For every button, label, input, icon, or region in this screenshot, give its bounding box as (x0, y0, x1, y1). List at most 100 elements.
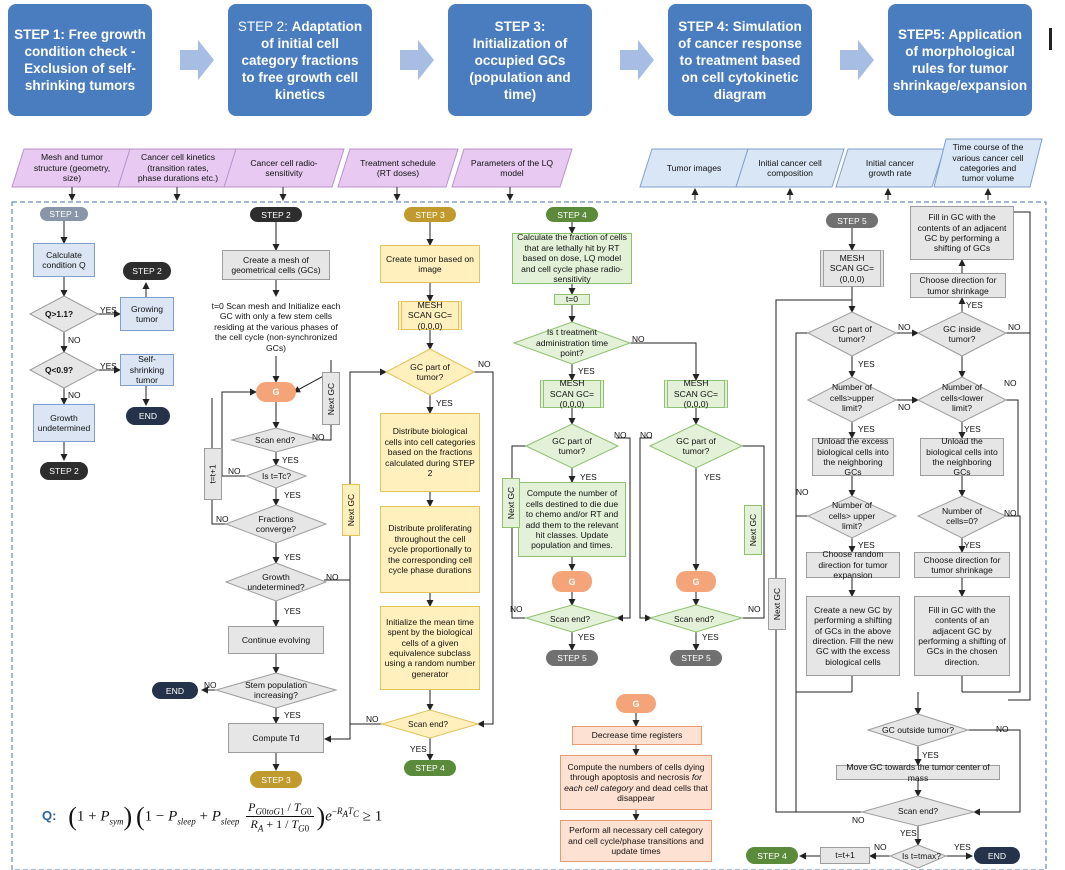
no-label: NO (478, 359, 491, 369)
t-inc-2: t=t+1 (204, 448, 222, 500)
next-gc-3: Next GC (342, 484, 360, 536)
no-label: NO (216, 514, 229, 524)
input-lq: Parameters of the LQ model (470, 157, 554, 178)
g-circle-2: G (256, 382, 296, 402)
step5-badge: STEP 5 (826, 213, 878, 228)
step4-to-step5-a: STEP 5 (546, 650, 598, 666)
is-admin-label: Is t treatment administration time point… (535, 327, 609, 359)
no-label: NO (326, 572, 339, 582)
yes-label: YES (954, 842, 971, 852)
no-label: NO (614, 430, 627, 440)
input-mesh: Mesh and tumor structure (geometry, size… (33, 152, 111, 184)
gc-inside-label: GC inside tumor? (943, 323, 981, 344)
no-label: NO (852, 815, 865, 825)
io-arrows (68, 187, 992, 201)
input-schedule: Treatment schedule (RT doses) (360, 157, 436, 178)
diamond-q-lt (28, 351, 100, 389)
yes-label: YES (702, 632, 719, 642)
next-gc-2: Next GC (322, 372, 340, 425)
output-images: Tumor images (666, 162, 722, 173)
t-inc-5: t=t+1 (820, 847, 870, 864)
header-arrow-4 (840, 40, 874, 80)
step2-end: END (152, 682, 198, 699)
is-t-label: Is t=Tc? (262, 471, 292, 481)
gc-part-3-label: GC part of tumor? (410, 361, 450, 382)
step5-to-step4: STEP 4 (746, 847, 798, 864)
growing-tumor-box: Growing tumor (120, 297, 174, 331)
step1-wires (60, 221, 150, 461)
input-shape-5 (451, 148, 573, 188)
fractions-label: Fractions converge? (255, 513, 297, 534)
diamond-is-admin (512, 321, 632, 365)
step2-diamonds (214, 427, 338, 709)
output-shapes (639, 138, 1043, 188)
no-label: NO (366, 714, 379, 724)
yes-label: YES (900, 828, 917, 838)
diamond-scan-end-5 (860, 795, 976, 827)
stem-label: Stem population increasing? (244, 679, 308, 700)
mesh-scan-3: MESH SCAN GC=(0,0,0) (398, 300, 462, 331)
step1-to-step2-a: STEP 2 (123, 262, 171, 280)
header-arrow-1 (180, 40, 214, 80)
step1-badge: STEP 1 (40, 207, 88, 221)
create-gc-box: Create a new GC by performing a shifting… (806, 596, 900, 676)
step3-diamonds (380, 348, 480, 739)
diamond-gc-part-4a (524, 423, 620, 469)
step5-wires (775, 211, 1031, 860)
yes-label: YES (858, 424, 875, 434)
q-gt-label: Q>1.1? (45, 309, 74, 319)
yes-label: YES (410, 744, 427, 754)
process-frame (11, 201, 1047, 870)
diamond-scan-end-2 (230, 427, 322, 453)
diamond-num-upper (806, 376, 898, 423)
yes-label: YES (922, 750, 939, 760)
diamond-gc-outside (866, 713, 970, 747)
num-upper-b-label: Number of cells> upper limit? (828, 500, 876, 532)
input-radio: Cancer cell radio-sensitivity (250, 157, 318, 178)
step5-end: END (974, 847, 1020, 864)
choose-shrink-top-box: Choose direction for tumor shrinkage (910, 273, 1006, 298)
yes-label: YES (100, 361, 117, 371)
diamond-scan-end-4a (524, 604, 620, 633)
output-composition: Initial cancer cell composition (758, 157, 822, 178)
no-label: NO (632, 334, 645, 344)
num-lower-label: Number of cells<lower limit? (940, 382, 984, 414)
diamond-scan-end-3 (380, 709, 480, 739)
no-label: NO (796, 487, 809, 497)
yes-label: YES (284, 606, 301, 616)
no-label: NO (898, 322, 911, 332)
header-step-1: STEP 1: Free growth condition check - Ex… (8, 4, 152, 116)
yes-label: YES (284, 490, 301, 500)
diamond-num-zero (916, 495, 1008, 539)
diamond-gc-part-4b (648, 423, 744, 469)
compute-td-box: Compute Td (228, 723, 324, 753)
diamond-num-upper-b (806, 495, 898, 539)
create-tumor-box: Create tumor based on image (380, 245, 480, 283)
step4-to-step5-b: STEP 5 (670, 650, 722, 666)
no-label: NO (1008, 322, 1021, 332)
step2-wires (201, 222, 351, 771)
diamond-gc-inside (916, 311, 1008, 357)
calc-lethal-box: Calculate the fraction of cells that are… (512, 232, 632, 284)
distribute-box: Distribute biological cells into cell ca… (380, 413, 480, 492)
input-shape-4 (337, 148, 459, 188)
header-step-3: STEP 3: Initialization of occupied GCs (… (448, 4, 592, 116)
yes-label: YES (858, 359, 875, 369)
scan-end-5-label: Scan end? (898, 806, 939, 816)
diamond-growth-und (224, 562, 328, 602)
yes-label: YES (578, 366, 595, 376)
diamond-q-gt (28, 295, 100, 333)
g-circle-4b: G (676, 571, 716, 592)
no-label: NO (1004, 378, 1017, 388)
diamond-gc-part-3 (384, 348, 476, 396)
mesh-box: Create a mesh of geometrical cells (GCs) (222, 250, 330, 280)
step4-badge: STEP 4 (546, 207, 598, 222)
no-label: NO (312, 432, 325, 442)
scan-end-4a-label: Scan end? (550, 614, 591, 624)
q-lt-label: Q<0.9? (45, 365, 74, 375)
formula-label: Q: (42, 808, 57, 824)
yes-label: YES (282, 455, 299, 465)
header-arrows (180, 40, 874, 80)
diamond-is-t (244, 464, 308, 489)
